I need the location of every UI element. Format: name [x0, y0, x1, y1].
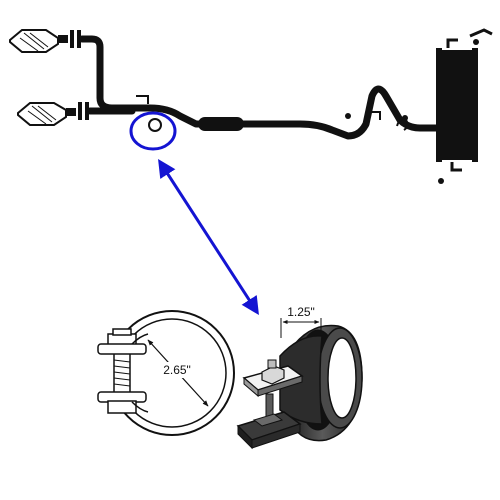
resonator	[198, 117, 244, 131]
clamp-bolt	[97, 328, 149, 414]
callout-circle	[129, 111, 177, 151]
exhaust-pipe	[78, 35, 444, 140]
callout-arrow	[158, 158, 259, 316]
width-dimension: 1.25"	[280, 305, 322, 338]
clamp-3d-view: 1.25"	[236, 305, 363, 450]
exhaust-system	[9, 28, 493, 184]
clamp-3d-bolt	[236, 359, 304, 450]
upper-catalytic-converter	[9, 29, 68, 53]
lower-catalytic-converter	[17, 102, 76, 126]
clamp-front-view: 2.65"	[97, 310, 235, 436]
diameter-label: 2.65"	[163, 363, 191, 377]
callout	[129, 111, 259, 316]
width-label: 1.25"	[287, 305, 315, 319]
pipe-flanges	[70, 30, 89, 120]
muffler	[436, 28, 493, 172]
clamp-location-ring	[148, 118, 162, 132]
